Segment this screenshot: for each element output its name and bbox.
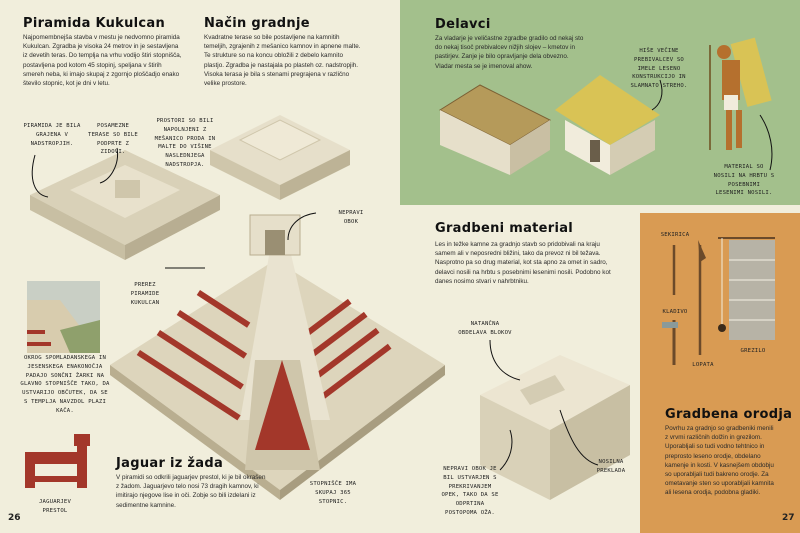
terrace-pyramid-illustration [30, 150, 220, 260]
construction-title: Način gradnje [204, 16, 310, 31]
label-hammer: Kladivo [662, 309, 688, 315]
houses-illustration [438, 75, 660, 175]
label-shovel: Lopata [692, 362, 714, 368]
corbel-arch-illustration [480, 355, 630, 500]
label-lintel: Nosilna preklada [596, 459, 626, 474]
material-title: Gradbeni material [435, 221, 574, 236]
kukulcan-title: Piramida Kukulcan [23, 16, 166, 31]
label-throne: Jaguarjev prestol [38, 499, 72, 514]
label-stairs: Stopnišče ima skupaj 365 stopnic. [309, 481, 357, 505]
worker-illustration [709, 37, 772, 150]
tools-text: Povrhu za gradnjo so gradbeniki menili z… [665, 425, 774, 497]
kukulcan-text: Najpomembnejša stavba v mestu je nedvomn… [23, 34, 182, 88]
jaguar-title: Jaguar iz žada [116, 456, 224, 471]
kukulcan-pyramid-illustration [110, 214, 445, 500]
terraces-illustration [210, 115, 350, 200]
jaguar-text: V piramidi so odkrili jaguarjev prestol,… [116, 474, 266, 509]
workers-text: Za vladarje je veličastne zgradbe gradil… [435, 35, 584, 70]
label-terraces: Posamezne terase so bile podprte z zidov… [88, 123, 138, 156]
material-text: Les in težke kamne za gradnjo stavb so p… [435, 241, 611, 285]
label-equinox: Okrog spomladanskega in jesenskega enako… [20, 355, 110, 414]
construction-text: Kvadratne terase so bile postavljene na … [204, 34, 361, 88]
page-number-left: 26 [8, 513, 21, 523]
page-number-right: 27 [782, 513, 795, 523]
label-carriers: Material so nosili na hrbtu s posebnimi … [713, 164, 775, 197]
label-axe: Sekirica [660, 232, 690, 238]
leader-lines [31, 79, 773, 471]
label-rooms: Prostori so bili napolnjeni z mešanico p… [154, 118, 216, 168]
jaguar-throne-illustration [25, 434, 90, 488]
label-floors: Piramida je bila grajena v nadstropjih. [23, 123, 81, 147]
label-houses: Hiše večine prebivalcev so imele leseno … [630, 48, 688, 90]
label-corbel-arch: Nepravi obok je bil ustvarjen s prekriva… [441, 466, 499, 516]
workers-title: Delavci [435, 17, 491, 32]
label-cross-section: Prerez piramide Kukulcan [130, 282, 160, 306]
label-false-arch: Nepravi obok [338, 210, 364, 225]
tools-title: Gradbena orodja [665, 407, 793, 422]
label-blocks: Natančna obdelava blokov [458, 321, 512, 336]
tools-illustration [662, 237, 775, 365]
serpent-shadow-photo [27, 281, 100, 353]
label-plumb-bob: Grezilo [740, 348, 766, 354]
